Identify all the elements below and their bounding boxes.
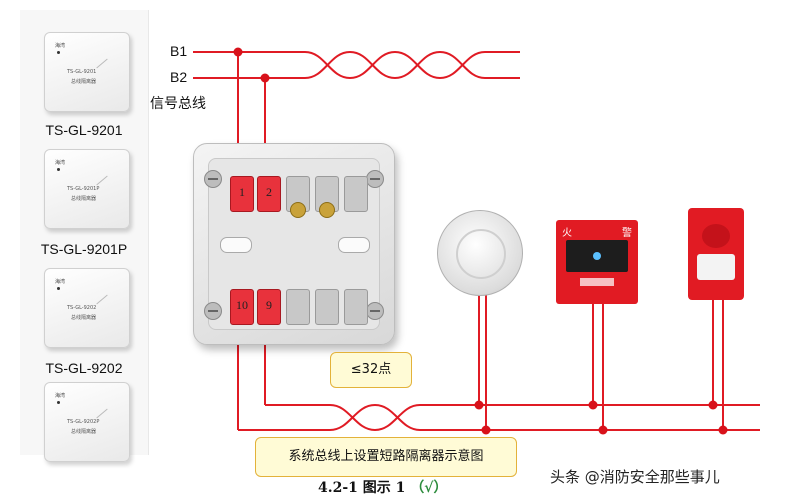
callpoint-window: [566, 240, 628, 272]
callpoint-char-left: 火: [562, 228, 572, 239]
product-image-2: 海湾 TS-GL-9201P 总线隔离器: [44, 149, 130, 229]
product-label-1: TS-GL-9201: [45, 122, 123, 138]
junction-detector-1: [474, 400, 484, 410]
product-model-small: TS-GL-9201: [67, 69, 97, 75]
speaker-icon: [702, 224, 730, 248]
product-image-4: 海湾 TS-GL-9202P 总线隔离器: [44, 382, 130, 462]
product-model-small: TS-GL-9201P: [67, 186, 100, 192]
led-icon: [57, 168, 60, 171]
terminal-blank: [344, 289, 368, 325]
watermark: 头条 @消防安全那些事儿: [550, 468, 720, 486]
product-column: 海湾 TS-GL-9201 总线隔离器 TS-GL-9201 海湾 TS-GL-…: [20, 10, 149, 462]
product-brand: 海湾: [55, 43, 66, 49]
detector-ring: [456, 229, 506, 279]
terminal-number: 9: [266, 298, 272, 312]
smoke-detector: [437, 210, 523, 296]
junction-sounder-1: [708, 400, 718, 410]
figure-caption-text: 4.2-1 图示 1: [318, 480, 411, 496]
terminal-number: 1: [239, 185, 245, 199]
screw-icon: [204, 170, 222, 188]
screw-icon: [366, 170, 384, 188]
manual-call-point: 火 警: [556, 220, 638, 304]
product-brand: 海湾: [55, 160, 66, 166]
slash-mark: [96, 58, 108, 69]
product-brand: 海湾: [55, 393, 66, 399]
terminal-2: 2: [257, 176, 281, 212]
terminal-screw-icon: [290, 202, 306, 218]
product-name-small: 总线隔离器: [71, 196, 97, 202]
product-label-2: TS-GL-9201P: [40, 241, 128, 257]
product-image-3: 海湾 TS-GL-9202 总线隔离器: [44, 268, 130, 348]
strobe-lens: [697, 254, 735, 280]
junction-b2: [260, 73, 270, 83]
product-model-small: TS-GL-9202: [67, 305, 97, 311]
bus-b1-twist: [304, 50, 520, 80]
button-icon: [593, 252, 601, 260]
terminal-number: 10: [236, 298, 248, 312]
callpoint-header: 火 警: [562, 224, 632, 239]
product-brand: 海湾: [55, 279, 66, 285]
led-icon: [57, 287, 60, 290]
figure-caption: 4.2-1 图示 1 （√）: [318, 477, 447, 497]
terminal-number: 2: [266, 185, 272, 199]
callpoint-char-right: 警: [622, 228, 632, 239]
lower-bus-b: [329, 404, 760, 432]
product-name-small: 总线隔离器: [71, 429, 97, 435]
terminal-1: 1: [230, 176, 254, 212]
screw-icon: [204, 302, 222, 320]
junction-detector-2: [481, 425, 491, 435]
slash-mark: [96, 175, 108, 186]
product-image-1: 海湾 TS-GL-9201 总线隔离器: [44, 32, 130, 112]
slash-mark: [96, 294, 108, 305]
terminal-blank: [344, 176, 368, 212]
product-label-3: TS-GL-9202: [45, 360, 123, 376]
product-name-small: 总线隔离器: [71, 315, 97, 321]
mount-slot: [338, 237, 370, 253]
check-mark: （√）: [410, 480, 448, 496]
terminal-blank: [286, 289, 310, 325]
slash-mark: [96, 408, 108, 419]
limit-callout: ≤32点: [330, 352, 412, 388]
product-name-small: 总线隔离器: [71, 79, 97, 85]
product-model-small: TS-GL-9202P: [67, 419, 100, 425]
junction-sounder-2: [718, 425, 728, 435]
junction-callpoint-1: [588, 400, 598, 410]
led-icon: [57, 401, 60, 404]
screw-icon: [366, 302, 384, 320]
bus-b1-label: B1: [170, 43, 188, 59]
terminal-9: 9: [257, 289, 281, 325]
terminal-blank: [315, 289, 339, 325]
lower-bus-a: [329, 403, 760, 431]
mount-slot: [220, 237, 252, 253]
isolator-module: 1 2 10 9: [193, 143, 395, 345]
bus-b2-twist: [304, 50, 520, 80]
bus-caption: 信号总线: [150, 96, 206, 112]
bus-b2-label: B2: [170, 69, 188, 85]
junction-callpoint-2: [598, 425, 608, 435]
callpoint-plate: [580, 278, 614, 286]
terminal-screw-icon: [319, 202, 335, 218]
diagram-title-callout: 系统总线上设置短路隔离器示意图: [255, 437, 517, 477]
led-icon: [57, 51, 60, 54]
junction-b1: [233, 47, 243, 57]
terminal-10: 10: [230, 289, 254, 325]
sounder-strobe: [688, 208, 744, 300]
